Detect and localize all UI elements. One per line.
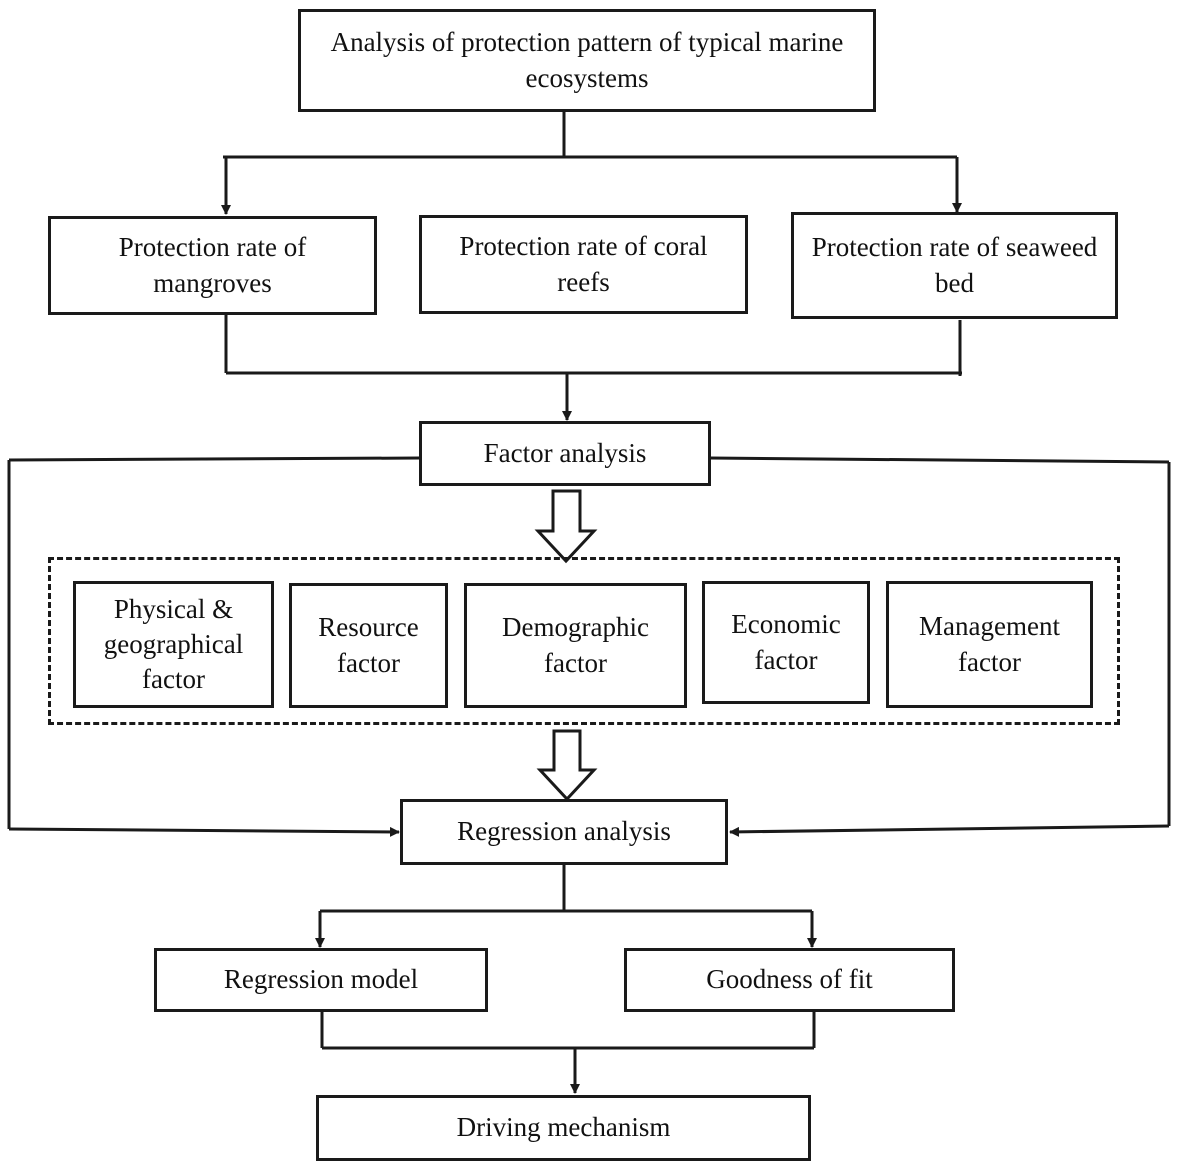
coral-reefs-rate-label: Protection rate of coral reefs: [459, 231, 708, 297]
resource-factor-label: Resource factor: [318, 612, 419, 678]
management-factor-label: Management factor: [919, 611, 1060, 677]
demographic-factor-box: Demographic factor: [464, 583, 687, 708]
demographic-factor-label: Demographic factor: [502, 612, 649, 678]
arrow-right-loop-to-regression: [729, 824, 1170, 837]
factor-analysis-box: Factor analysis: [419, 421, 711, 486]
regression-model-box: Regression model: [154, 948, 488, 1012]
hollow-arrow-to-regression: [536, 729, 598, 802]
factor-analysis-label: Factor analysis: [483, 437, 647, 468]
regression-model-label: Regression model: [223, 964, 419, 995]
driving-mechanism-label: Driving mechanism: [456, 1112, 671, 1143]
economic-factor-label: Economic factor: [731, 609, 841, 675]
management-factor-box: Management factor: [886, 581, 1093, 708]
mangroves-rate-box: Protection rate of mangroves: [48, 216, 377, 315]
physical-geographical-factor-label: Physical & geographical factor: [103, 593, 244, 695]
connector-right-loop-top: [709, 456, 1170, 464]
factors-group: [48, 557, 1120, 725]
analysis-box: Analysis of protection pattern of typica…: [298, 9, 876, 112]
goodness-of-fit-box: Goodness of fit: [624, 948, 955, 1012]
regression-analysis-label: Regression analysis: [457, 816, 671, 847]
seaweed-bed-rate-label: Protection rate of seaweed bed: [811, 232, 1098, 298]
seaweed-bed-rate-box: Protection rate of seaweed bed: [791, 212, 1118, 319]
mangroves-rate-label: Protection rate of mangroves: [118, 232, 307, 298]
resource-factor-box: Resource factor: [289, 583, 448, 708]
goodness-of-fit-label: Goodness of fit: [706, 964, 873, 995]
connector-left-loop-top: [8, 456, 421, 462]
economic-factor-box: Economic factor: [702, 581, 870, 704]
physical-geographical-factor-box: Physical & geographical factor: [73, 581, 274, 708]
arrow-left-loop-to-regression: [8, 826, 400, 837]
regression-analysis-box: Regression analysis: [400, 799, 728, 865]
analysis-box-label: Analysis of protection pattern of typica…: [330, 27, 844, 93]
coral-reefs-rate-box: Protection rate of coral reefs: [419, 215, 748, 314]
hollow-arrow-to-factors: [534, 489, 598, 564]
driving-mechanism-box: Driving mechanism: [316, 1095, 811, 1161]
